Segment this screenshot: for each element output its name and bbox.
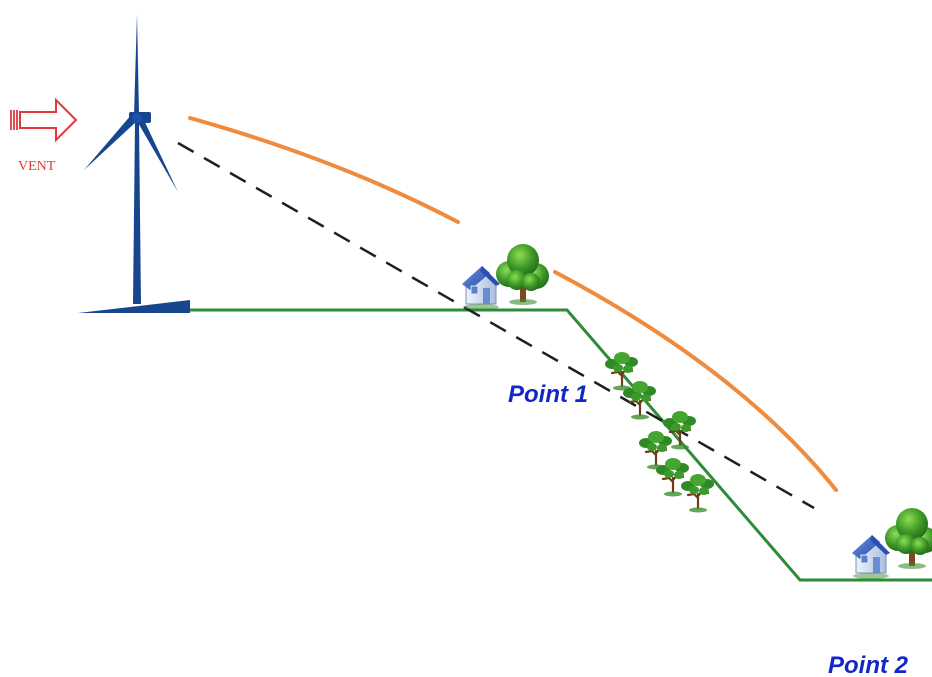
wind-turbine-icon: [78, 14, 190, 313]
turbine-base: [78, 300, 190, 313]
turbine-hub: [132, 113, 142, 123]
ground-profile: [190, 308, 932, 582]
point-2-label: Point 2: [828, 652, 909, 677]
sound-propagation-curve: [188, 116, 838, 492]
point-1-label: Point 1: [508, 381, 588, 408]
tree-icon: [654, 456, 691, 498]
sound-curve-segment-1: [188, 116, 460, 224]
ground-line: [190, 308, 932, 582]
house-icon: [851, 534, 891, 580]
turbine-blade-left: [84, 114, 137, 170]
wind-label: VENT: [18, 159, 56, 174]
tree-icon: [494, 242, 551, 307]
turbine-blade-right: [137, 116, 178, 192]
house-icon: [461, 265, 501, 311]
sound-curve-segment-2: [553, 270, 838, 492]
turbine-blade-up: [134, 14, 139, 115]
wind-arrow-icon: [10, 97, 78, 143]
tree-icon: [883, 506, 932, 571]
slope-trees: [603, 350, 716, 514]
turbine-tower: [133, 122, 141, 304]
tree-icon: [679, 472, 716, 514]
sightline-dashed: [177, 141, 815, 510]
